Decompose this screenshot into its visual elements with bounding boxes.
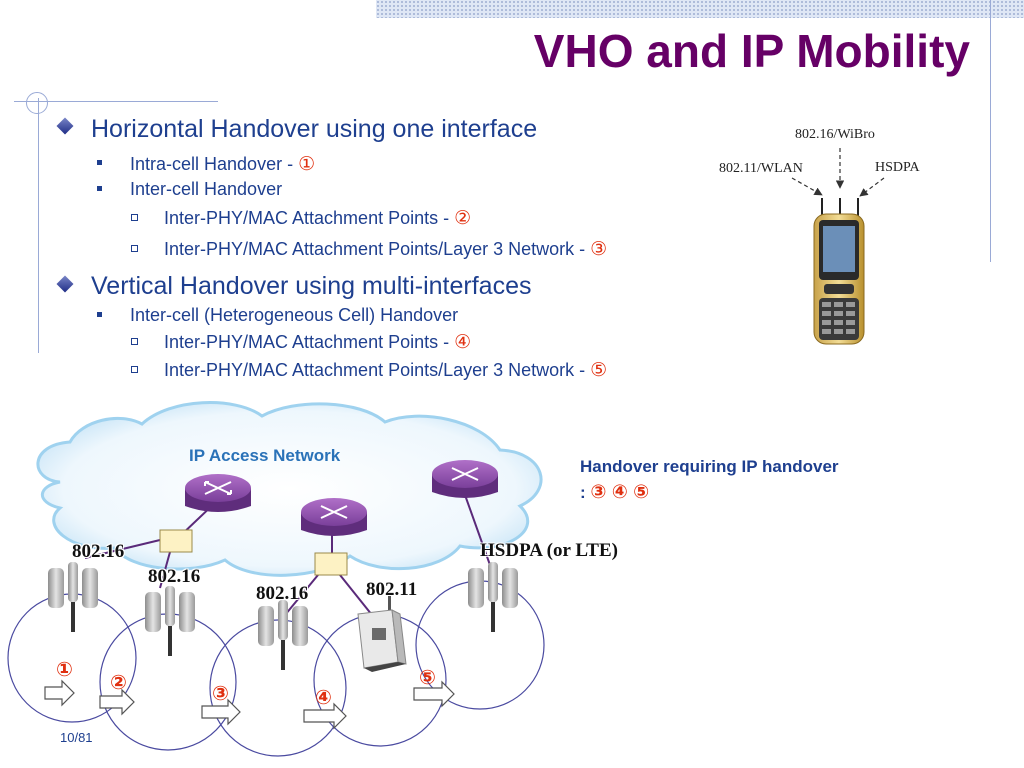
slide-title: VHO and IP Mobility	[533, 25, 970, 77]
bullet-heterogeneous-cell: Inter-cell (Heterogeneous Cell) Handover	[130, 305, 459, 325]
antenna-icon	[145, 586, 195, 656]
handover-note: Handover requiring IP handover : ③ ④ ⑤	[580, 454, 839, 506]
bullet-inter-cell: Inter-cell Handover	[130, 179, 283, 199]
router-icon	[185, 474, 251, 512]
top-decor-band	[376, 0, 1024, 18]
label-bs3-80216: 802.16	[256, 583, 309, 604]
number-marker: ①	[298, 154, 316, 175]
handover-marker-2: ②	[110, 672, 127, 694]
hollow-square-bullet-icon	[131, 245, 138, 252]
antenna-icon	[468, 562, 518, 632]
label-hsdpa: HSDPA	[875, 160, 920, 175]
router-icon	[432, 460, 498, 498]
bullet-vho-inter-phy-mac: Inter-PHY/MAC Attachment Points - ④	[164, 332, 472, 353]
square-bullet-icon	[97, 312, 102, 317]
bullet-vertical-handover: Vertical Handover using multi-interfaces	[91, 272, 532, 300]
gateway-box	[314, 552, 348, 576]
bullet-horizontal-handover: Horizontal Handover using one interface	[91, 115, 538, 143]
handover-note-numbers: ③ ④ ⑤	[590, 482, 650, 503]
top-decor-line	[14, 101, 218, 102]
handover-marker-4: ④	[315, 687, 332, 709]
handover-note-line2: : ③ ④ ⑤	[580, 482, 650, 503]
left-decor-line	[38, 98, 39, 353]
movement-arrows	[44, 679, 455, 730]
crosshair-icon	[26, 92, 48, 114]
handover-note-line1: Handover requiring IP handover	[580, 457, 839, 476]
hollow-square-bullet-icon	[131, 338, 138, 345]
label-wibro: 802.16/WiBro	[795, 127, 875, 142]
right-decor-line	[990, 0, 991, 262]
label-wlan: 802.11/WLAN	[719, 161, 803, 176]
number-marker: ③	[590, 239, 608, 260]
hollow-square-bullet-icon	[131, 214, 138, 221]
ip-access-network-label: IP Access Network	[189, 446, 341, 465]
label-hsdpa-lte: HSDPA (or LTE)	[480, 540, 618, 561]
label-ap-80211: 802.11	[366, 579, 418, 600]
gateway-box	[159, 529, 193, 553]
label-bs1-80216: 802.16	[72, 541, 125, 562]
handover-marker-1: ①	[56, 659, 73, 681]
handover-marker-3: ③	[212, 683, 229, 705]
slide-number: 10/81	[60, 730, 93, 745]
antenna-icon	[48, 562, 98, 632]
bullet-inter-phy-mac-l3: Inter-PHY/MAC Attachment Points/Layer 3 …	[164, 239, 608, 260]
number-marker: ④	[454, 332, 472, 353]
antenna-icon	[258, 600, 308, 670]
handover-marker-5: ⑤	[419, 667, 436, 689]
diamond-bullet-icon	[56, 275, 74, 293]
wifi-router-icon	[357, 594, 407, 672]
hollow-square-bullet-icon	[131, 366, 138, 373]
bullet-intra-cell: Intra-cell Handover - ①	[130, 154, 316, 175]
square-bullet-icon	[97, 160, 102, 165]
number-marker: ⑤	[590, 360, 608, 381]
router-icon	[301, 498, 367, 536]
phone-diagram	[791, 148, 885, 345]
number-marker: ②	[454, 208, 472, 229]
square-bullet-icon	[97, 186, 102, 191]
bullet-vho-inter-phy-mac-l3: Inter-PHY/MAC Attachment Points/Layer 3 …	[164, 360, 608, 381]
network-diagram	[7, 401, 545, 757]
diamond-bullet-icon	[56, 117, 74, 135]
label-bs2-80216: 802.16	[148, 566, 201, 587]
bullet-inter-phy-mac: Inter-PHY/MAC Attachment Points - ②	[164, 208, 472, 229]
